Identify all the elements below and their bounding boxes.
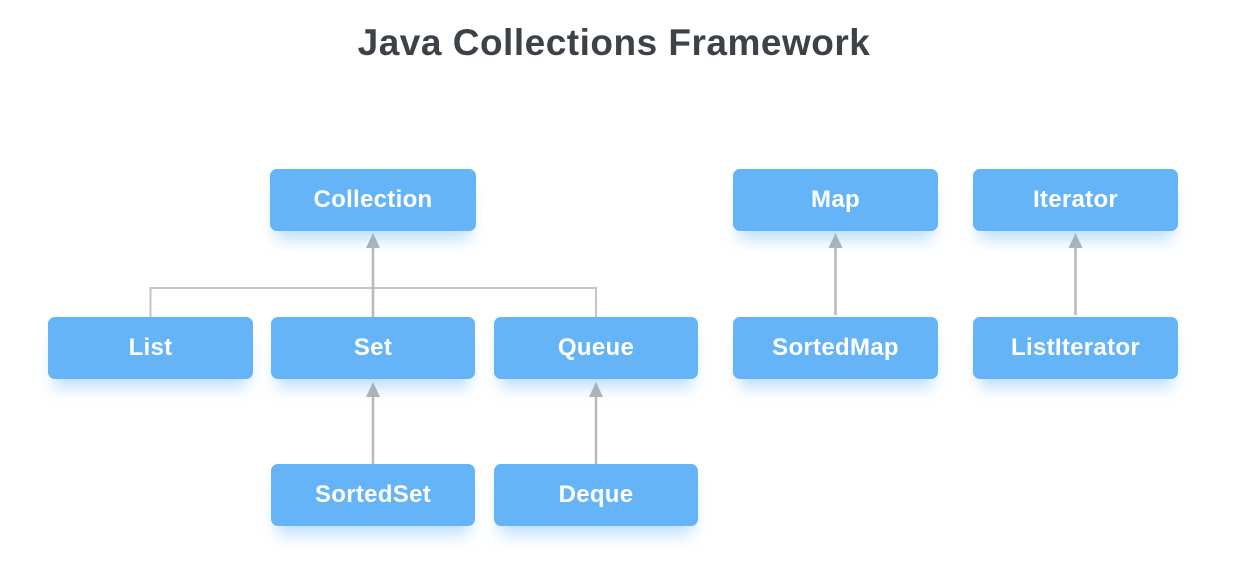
node-listiterator: ListIterator bbox=[973, 317, 1178, 379]
node-map: Map bbox=[733, 169, 938, 231]
node-collection: Collection bbox=[270, 169, 476, 231]
node-queue: Queue bbox=[494, 317, 698, 379]
edge-set-to-collection-arrowhead bbox=[366, 233, 380, 248]
edge-deque-to-queue-arrowhead bbox=[589, 382, 603, 397]
node-iterator: Iterator bbox=[973, 169, 1178, 231]
edge-sortedset-to-set-arrowhead bbox=[366, 382, 380, 397]
node-sortedset: SortedSet bbox=[271, 464, 475, 526]
node-deque: Deque bbox=[494, 464, 698, 526]
edge-sortedmap-to-map-arrowhead bbox=[828, 233, 843, 248]
edge-listiterator-to-iterator-arrowhead bbox=[1068, 233, 1083, 248]
node-set: Set bbox=[271, 317, 475, 379]
node-list: List bbox=[48, 317, 253, 379]
page-title: Java Collections Framework bbox=[357, 22, 871, 63]
node-sortedmap: SortedMap bbox=[733, 317, 938, 379]
